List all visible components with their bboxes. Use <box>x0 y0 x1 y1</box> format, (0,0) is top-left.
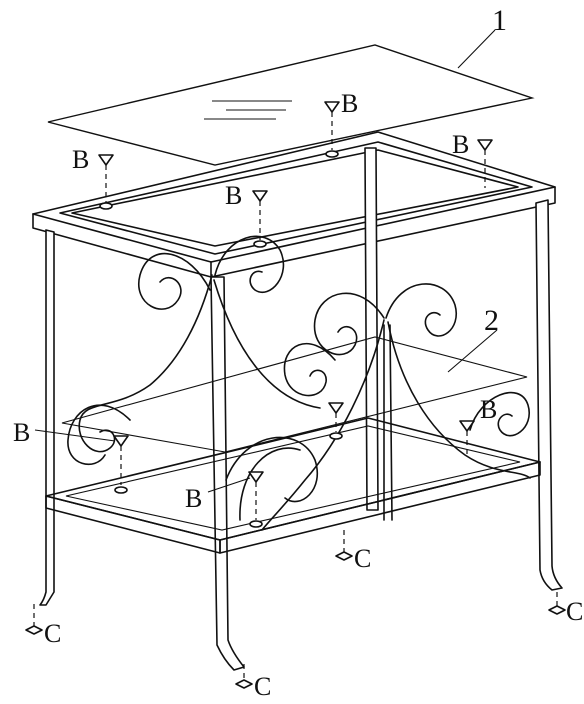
label-c-back-left: C <box>44 619 61 648</box>
label-b-shelf-left: B <box>13 418 30 447</box>
label-c-front-right: C <box>566 597 583 626</box>
label-b-top-center: B <box>341 89 358 118</box>
foot-c-back-left <box>25 604 43 635</box>
top-glass-panel <box>47 44 535 166</box>
screw-b-top-front <box>252 190 268 248</box>
leader-b-left <box>34 429 116 442</box>
part-number-2: 2 <box>484 304 499 337</box>
label-b-shelf-right: B <box>480 395 497 424</box>
screw-b-top-center <box>324 101 340 158</box>
leader-b-front <box>207 477 251 493</box>
screw-b-shelf-right <box>459 420 475 458</box>
screw-b-shelf-front <box>248 471 264 528</box>
leader-1 <box>457 29 496 69</box>
screw-b-top-right <box>477 139 493 188</box>
top-frame <box>32 131 556 278</box>
leader-2 <box>447 329 498 373</box>
label-c-back-right: C <box>354 544 371 573</box>
foot-c-front-left <box>235 664 253 689</box>
screw-b-shelf-left <box>113 435 129 494</box>
scroll-decorations <box>67 235 531 531</box>
shelf-frame <box>45 417 541 554</box>
label-b-top-left: B <box>72 145 89 174</box>
label-b-top-front: B <box>225 181 242 210</box>
foot-c-back-right <box>335 530 353 561</box>
label-c-front-left: C <box>254 672 271 699</box>
legs <box>39 147 563 671</box>
screw-b-top-left <box>98 154 114 210</box>
label-b-top-right: B <box>452 130 469 159</box>
foot-c-front-right <box>548 592 566 615</box>
screw-b-shelf-center <box>328 402 344 440</box>
screws-b <box>34 101 493 528</box>
shelf-glass-panel <box>61 336 528 453</box>
label-b-shelf-front: B <box>185 484 202 513</box>
feet-c <box>25 530 566 689</box>
part-number-1: 1 <box>492 4 507 37</box>
